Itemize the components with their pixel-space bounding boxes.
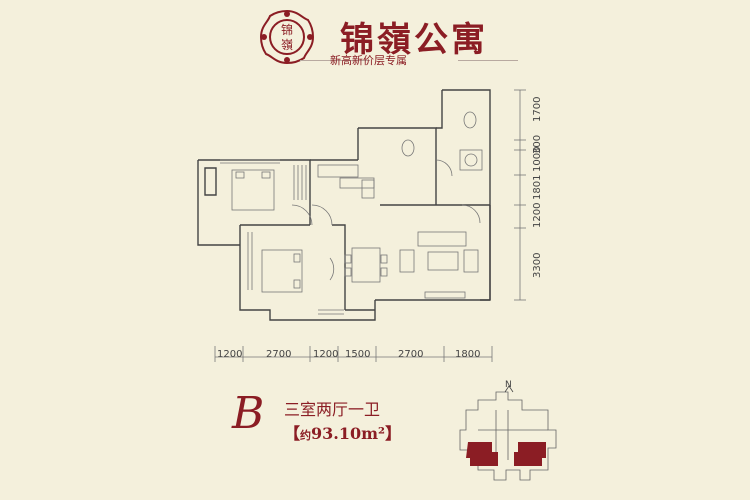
brand-logo-icon: 锦 嶺 [259, 9, 315, 65]
dim-right-6: 3300 [532, 252, 543, 278]
dim-bottom-1: 1200 [217, 349, 243, 360]
dim-right-4: 1801 [532, 174, 543, 200]
tagline: 新高新价层专属 [330, 54, 407, 67]
tagline-divider-left [300, 60, 370, 61]
logo-char-2: 嶺 [281, 38, 293, 52]
bottom-dimension-chain [214, 346, 493, 362]
north-arrow-icon [504, 385, 514, 393]
dim-right-3: 1000 [532, 146, 543, 172]
unit-area-block: 【约93.10m²】 [284, 420, 401, 444]
dim-bottom-3: 1200 [313, 349, 339, 360]
north-label: N [505, 380, 512, 390]
dim-bottom-2: 2700 [266, 349, 292, 360]
dim-bottom-5: 2700 [398, 349, 424, 360]
key-plan-highlight [466, 442, 546, 466]
unit-area: 93.10m² [311, 424, 386, 443]
logo-char-1: 锦 [281, 23, 293, 37]
floor-plan-fixtures [220, 111, 483, 315]
bracket-right: 】 [385, 424, 402, 443]
dim-right-5: 1200 [532, 202, 543, 228]
dim-bottom-4: 1500 [345, 349, 371, 360]
bracket-left: 【 [284, 424, 301, 443]
dim-right-1: 1700 [532, 96, 543, 122]
brand-name: 锦嶺公寓 [340, 20, 488, 60]
unit-type-letter: B [232, 388, 265, 439]
key-plan [459, 385, 557, 481]
floor-plan-walls [197, 89, 491, 321]
unit-area-prefix: 约 [300, 429, 312, 442]
dim-bottom-6: 1800 [455, 349, 481, 360]
right-dimension-chain [514, 89, 526, 301]
unit-layout: 三室两厅一卫 [284, 400, 381, 419]
tagline-divider-right [458, 60, 518, 61]
key-plan-outline [459, 391, 557, 481]
floor-plan [197, 89, 526, 362]
